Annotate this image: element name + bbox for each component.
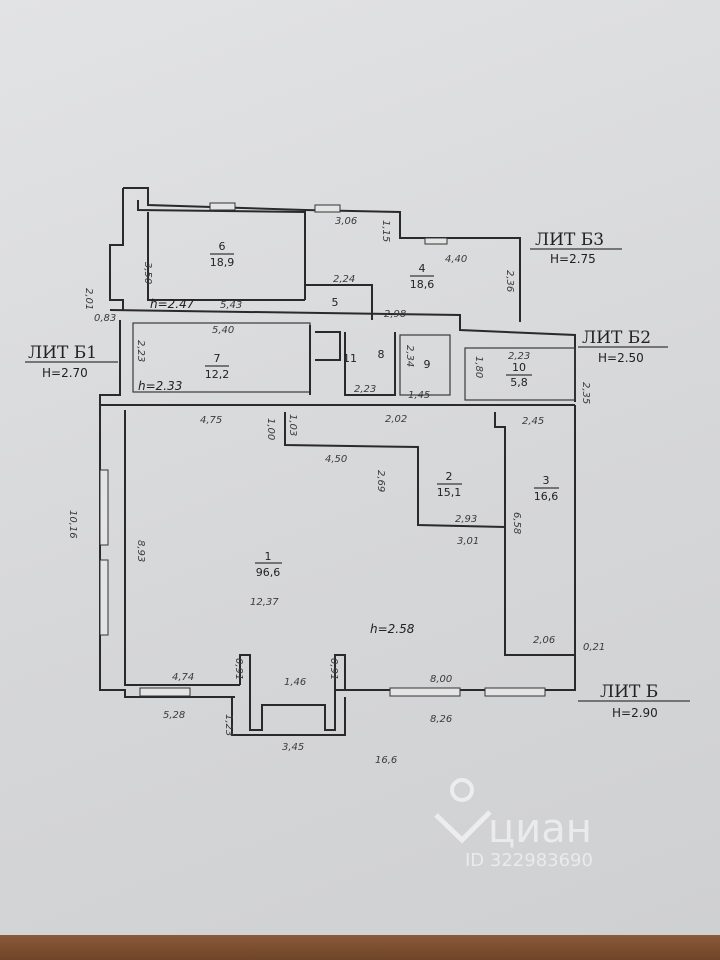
svg-text:h=2.58: h=2.58 <box>370 622 415 636</box>
svg-text:10,16: 10,16 <box>67 510 78 539</box>
svg-text:6,58: 6,58 <box>511 512 522 534</box>
svg-text:7: 7 <box>214 352 221 365</box>
ceiling-heights: h=2.47 h=2.33 h=2.58 <box>138 297 415 636</box>
svg-text:H=2.70: H=2.70 <box>42 366 88 380</box>
svg-text:2,69: 2,69 <box>375 470 386 492</box>
svg-text:8,93: 8,93 <box>135 540 146 562</box>
svg-text:4,74: 4,74 <box>172 672 194 683</box>
svg-text:ID 322983690: ID 322983690 <box>465 850 593 871</box>
svg-text:1,45: 1,45 <box>408 390 430 401</box>
svg-text:ЛИТ Б2: ЛИТ Б2 <box>582 328 651 348</box>
svg-text:ЛИТ Б3: ЛИТ Б3 <box>535 230 604 250</box>
svg-text:96,6: 96,6 <box>256 566 281 579</box>
svg-text:2,02: 2,02 <box>385 414 407 425</box>
svg-text:2,36: 2,36 <box>504 270 515 292</box>
walls <box>99 187 576 736</box>
table-edge <box>0 935 720 960</box>
location-pin-icon <box>434 778 492 844</box>
windows <box>99 202 546 697</box>
svg-text:h=2.47: h=2.47 <box>150 297 195 311</box>
svg-text:H=2.50: H=2.50 <box>598 351 644 365</box>
section-lit-b2: ЛИТ Б2 H=2.50 <box>578 328 668 365</box>
svg-text:2,23: 2,23 <box>508 351 530 362</box>
svg-text:2,01: 2,01 <box>83 288 94 310</box>
svg-text:0,83: 0,83 <box>94 313 116 324</box>
svg-text:2,35: 2,35 <box>580 382 591 404</box>
paper-sheet <box>0 0 720 935</box>
svg-text:11: 11 <box>343 352 357 365</box>
svg-text:5,28: 5,28 <box>163 710 185 721</box>
svg-text:ЛИТ Б1: ЛИТ Б1 <box>28 343 97 363</box>
svg-text:h=2.33: h=2.33 <box>138 379 182 393</box>
svg-text:9: 9 <box>424 358 431 371</box>
svg-text:2,45: 2,45 <box>522 416 544 427</box>
svg-text:H=2.90: H=2.90 <box>612 706 658 720</box>
svg-text:8,00: 8,00 <box>430 674 452 685</box>
svg-text:12,2: 12,2 <box>205 368 230 381</box>
svg-text:2,06: 2,06 <box>533 635 555 646</box>
svg-text:4,75: 4,75 <box>200 415 222 426</box>
svg-text:4,40: 4,40 <box>445 254 467 265</box>
cian-watermark: циан ID 322983690 <box>434 778 593 871</box>
svg-text:3: 3 <box>543 474 550 487</box>
svg-text:3,01: 3,01 <box>457 536 479 547</box>
svg-text:0,21: 0,21 <box>583 642 605 653</box>
svg-text:5: 5 <box>332 296 339 309</box>
svg-text:1,03: 1,03 <box>287 414 298 436</box>
svg-text:2: 2 <box>446 470 453 483</box>
svg-text:1,46: 1,46 <box>284 677 306 688</box>
svg-text:5,8: 5,8 <box>510 376 528 389</box>
svg-text:18,6: 18,6 <box>410 278 435 291</box>
svg-text:6: 6 <box>219 240 226 253</box>
svg-text:3,45: 3,45 <box>282 742 304 753</box>
svg-text:5,40: 5,40 <box>212 325 234 336</box>
svg-text:10: 10 <box>512 361 526 374</box>
svg-text:5,43: 5,43 <box>220 300 242 311</box>
svg-text:0,91: 0,91 <box>328 658 339 680</box>
svg-text:12,37: 12,37 <box>250 597 279 608</box>
svg-text:2,23: 2,23 <box>354 384 376 395</box>
svg-text:циан: циан <box>488 806 592 852</box>
section-lit-b3: ЛИТ Б3 H=2.75 <box>530 230 622 266</box>
svg-text:15,1: 15,1 <box>437 486 462 499</box>
room-labels: 1 96,6 2 15,1 3 16,6 4 18,6 5 6 18,9 7 1… <box>205 240 559 579</box>
svg-text:1,00: 1,00 <box>265 418 276 440</box>
svg-text:1,23: 1,23 <box>223 714 234 736</box>
svg-text:ЛИТ Б: ЛИТ Б <box>600 682 658 702</box>
section-lit-b1: ЛИТ Б1 H=2.70 <box>25 343 118 380</box>
svg-text:2,34: 2,34 <box>404 345 415 367</box>
svg-text:2,98: 2,98 <box>384 309 406 320</box>
svg-text:16,6: 16,6 <box>534 490 559 503</box>
svg-text:16,6: 16,6 <box>375 755 397 766</box>
svg-text:2,23: 2,23 <box>135 340 146 362</box>
svg-text:H=2.75: H=2.75 <box>550 252 596 266</box>
svg-text:8: 8 <box>378 348 385 361</box>
svg-text:2,93: 2,93 <box>455 514 477 525</box>
svg-text:1,80: 1,80 <box>473 356 484 378</box>
svg-text:18,9: 18,9 <box>210 256 235 269</box>
section-lit-b: ЛИТ Б H=2.90 <box>578 682 690 720</box>
svg-text:3,06: 3,06 <box>335 216 357 227</box>
svg-text:1,15: 1,15 <box>380 220 391 242</box>
svg-text:3,50: 3,50 <box>142 262 153 284</box>
dimension-labels: 3,50 2,01 0,83 5,43 5,40 2,23 3,06 1,15 … <box>67 216 605 766</box>
svg-text:1: 1 <box>265 550 272 563</box>
svg-text:2,24: 2,24 <box>333 274 355 285</box>
svg-text:0,91: 0,91 <box>233 658 244 680</box>
svg-text:8,26: 8,26 <box>430 714 452 725</box>
svg-text:4,50: 4,50 <box>325 454 347 465</box>
svg-text:4: 4 <box>419 262 426 275</box>
